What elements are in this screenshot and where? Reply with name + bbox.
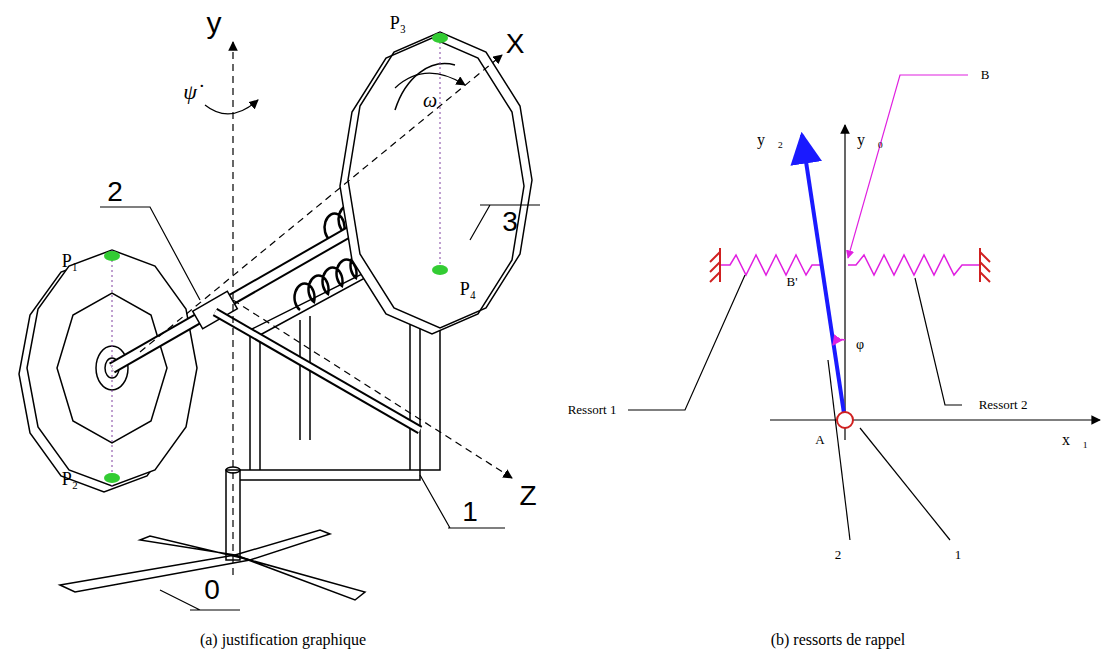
angle-rate-label: ψ̇: [183, 80, 197, 104]
vector-label: y⃗₀: [857, 131, 883, 149]
callout-number: 3: [502, 207, 518, 238]
points: [104, 33, 448, 483]
rod-2: [802, 135, 845, 420]
axis-label: Z: [519, 481, 536, 512]
angle-arrow: [833, 340, 845, 345]
rotation-arrows: [205, 73, 465, 114]
point-label: B': [786, 275, 797, 289]
callout-number: 1: [955, 548, 962, 562]
point-label: P₃: [390, 14, 406, 34]
callout-number: 1: [462, 497, 478, 528]
point-label: P₄: [460, 280, 476, 300]
springs-b: [720, 255, 980, 275]
dotted-verticals: [112, 32, 440, 490]
point-label: A: [815, 433, 824, 447]
callout-leaders: [100, 205, 540, 610]
point-label: P₂: [62, 470, 78, 490]
disc-1: [19, 250, 197, 492]
vector-label: y⃗₂: [757, 131, 783, 149]
caption-text: (b) ressorts de rappel: [771, 631, 906, 649]
caption-text: (a) justification graphique: [200, 631, 366, 649]
callout-number: 2: [835, 548, 842, 562]
part-label: Ressort 2: [979, 398, 1028, 412]
disc-3: [340, 32, 532, 334]
axis-label: X: [506, 29, 525, 60]
point-label: P₁: [62, 252, 78, 272]
angle-rate-label: ω: [423, 89, 437, 111]
axes-b: [770, 125, 1100, 440]
callout-number: 2: [107, 177, 123, 208]
point-label: B: [981, 68, 990, 82]
callout-number: 0: [204, 575, 220, 606]
axes: [140, 42, 512, 575]
leaders-b: [628, 75, 968, 540]
pivot-a: [837, 412, 853, 428]
axis-label: y: [207, 6, 222, 39]
vector-label: x⃗₁: [1062, 431, 1088, 449]
part-label: Ressort 1: [568, 403, 617, 417]
angle-label: φ: [856, 337, 864, 352]
